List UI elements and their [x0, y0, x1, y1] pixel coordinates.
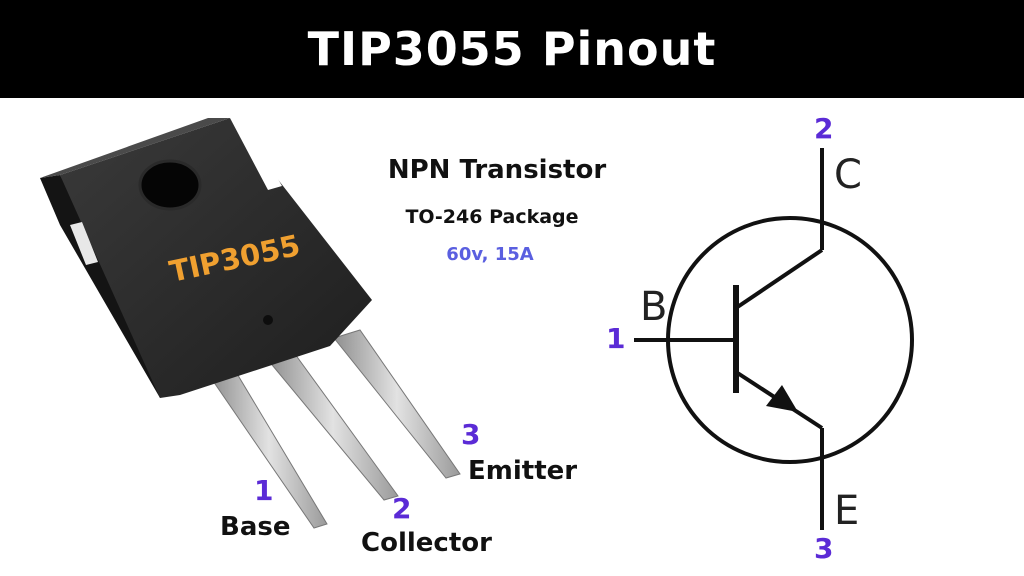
symbol-letter-emitter: E — [834, 488, 860, 534]
page-title: TIP3055 Pinout — [307, 22, 717, 76]
emitter-leg — [333, 329, 461, 479]
package-top — [40, 118, 230, 178]
title-bar: TIP3055 Pinout — [0, 0, 1024, 98]
photo-pin-number-emitter: 3 — [461, 418, 481, 451]
side-slot — [70, 222, 98, 265]
collector-diagonal — [734, 248, 824, 310]
photo-pin-number-collector: 2 — [392, 492, 412, 525]
transistor-photo: TIP3055 — [40, 118, 461, 529]
symbol-letter-collector: C — [834, 152, 862, 198]
tab-notch — [230, 118, 282, 190]
photo-pin-label-base: Base — [220, 512, 291, 542]
symbol-pin-number-emitter: 3 — [814, 532, 834, 565]
symbol-pin-number-base: 1 — [606, 322, 626, 355]
device-type: NPN Transistor — [387, 155, 607, 185]
package-front — [60, 118, 372, 398]
device-rating: 60v, 15A — [446, 244, 534, 265]
symbol-letter-base: B — [640, 284, 668, 330]
symbol-pin-number-collector: 2 — [814, 112, 834, 145]
mold-dot — [263, 315, 273, 325]
device-package: TO-246 Package — [405, 206, 579, 228]
npn-symbol — [634, 148, 914, 530]
photo-pin-label-emitter: Emitter — [468, 456, 578, 486]
mounting-hole — [138, 159, 202, 211]
photo-pin-label-collector: Collector — [361, 528, 492, 558]
photo-pin-number-base: 1 — [254, 474, 274, 507]
emitter-arrow — [766, 385, 798, 412]
